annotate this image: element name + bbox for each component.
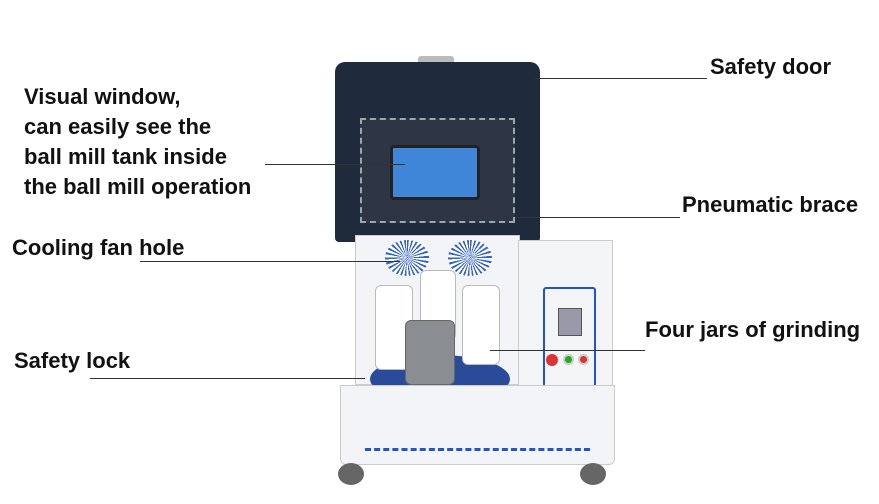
visual-window-leader <box>265 164 405 165</box>
safety-lock-leader <box>90 378 365 379</box>
control-cabinet <box>518 240 613 400</box>
label-line: the ball mill operation <box>24 174 252 199</box>
label-line: ball mill tank inside <box>24 144 227 169</box>
safety-door-label: Safety door <box>710 54 832 79</box>
caster-left <box>338 463 364 485</box>
grinding-jar-2 <box>462 285 500 365</box>
four-jars-leader <box>490 350 645 351</box>
control-panel <box>543 287 596 395</box>
pneumatic-brace-leader <box>515 217 680 218</box>
machine-base <box>340 385 615 465</box>
caster-right <box>580 463 606 485</box>
stop-button[interactable] <box>578 354 589 365</box>
visual-window <box>390 145 480 200</box>
display-screen <box>558 308 582 336</box>
cooling-fan-left <box>385 240 429 276</box>
safety-door-leader <box>535 78 707 79</box>
lid-handle <box>418 56 454 64</box>
label-line: can easily see the <box>24 114 212 139</box>
cooling-fan-right <box>448 240 492 276</box>
cooling-fan-hole-label: Cooling fan hole <box>12 235 185 260</box>
safety-lock-label: Safety lock <box>14 348 131 373</box>
grinding-jar-4 <box>405 320 455 385</box>
visual-window-label: Visual window, can easily see the ball m… <box>24 82 251 202</box>
pneumatic-brace-label: Pneumatic brace <box>682 192 859 217</box>
label-line: Visual window, <box>24 84 181 109</box>
base-vent <box>365 448 590 452</box>
cooling-fan-leader <box>140 261 400 262</box>
four-jars-label: Four jars of grinding <box>645 317 861 342</box>
start-button[interactable] <box>563 354 574 365</box>
emergency-stop-button[interactable] <box>546 354 558 366</box>
